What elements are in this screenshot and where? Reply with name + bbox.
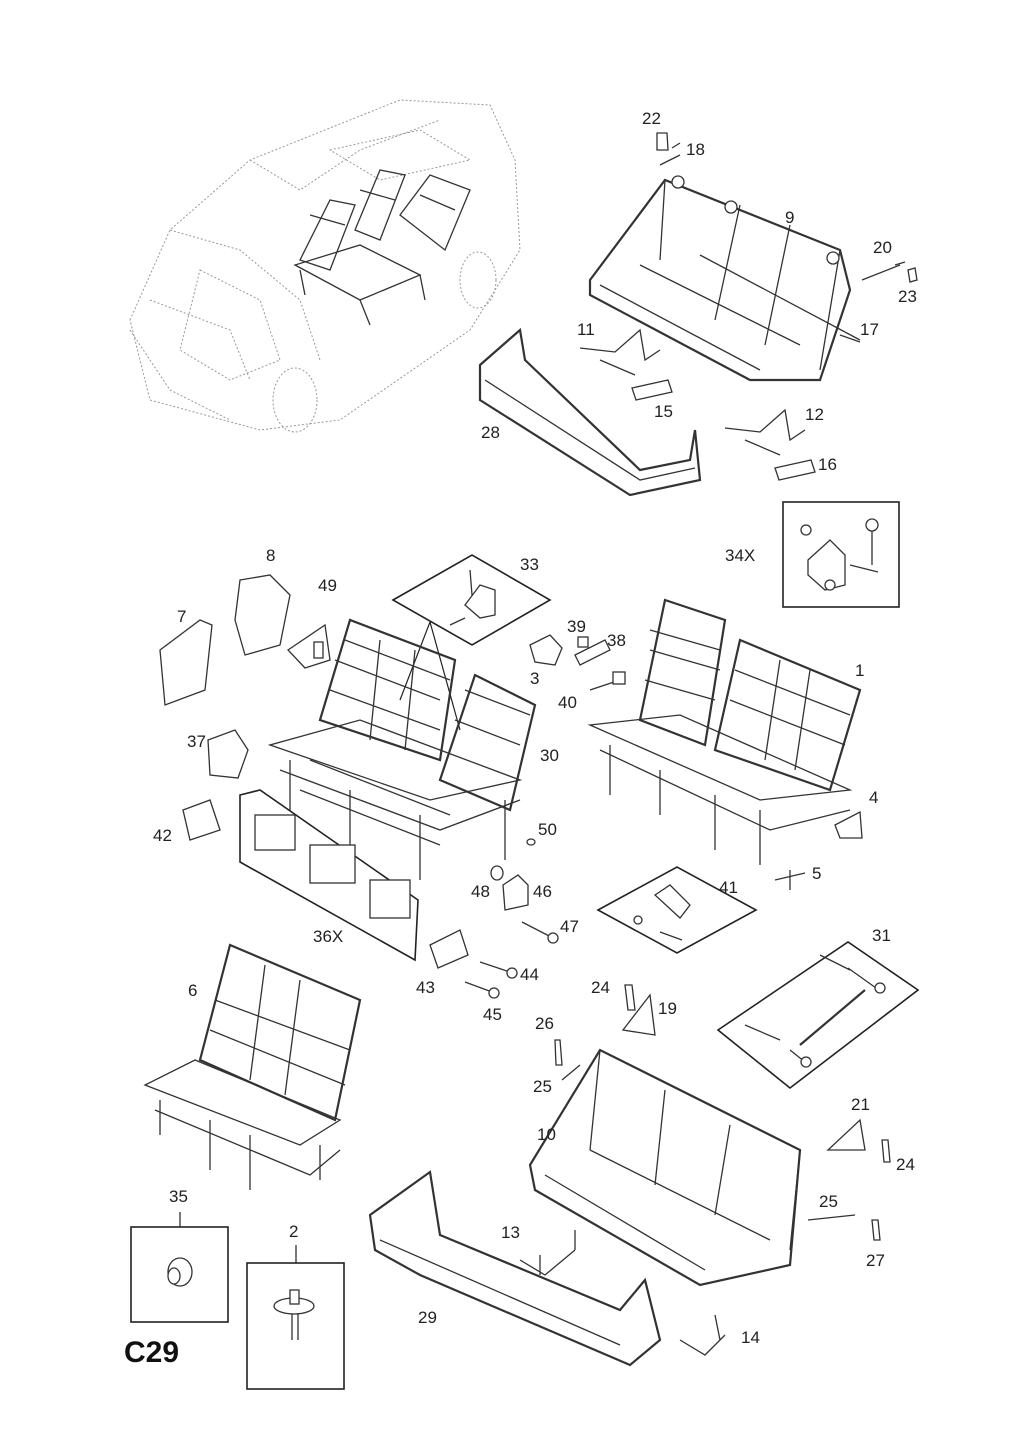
part-label-7: 7: [177, 607, 186, 626]
part-label-50: 50: [538, 820, 557, 839]
small-parts-left: [159, 574, 331, 841]
part-label-21: 21: [851, 1095, 870, 1114]
part-label-24b: 24: [896, 1155, 915, 1174]
part-label-46: 46: [533, 882, 552, 901]
part-label-34X: 34X: [725, 546, 755, 565]
part-label-39: 39: [567, 617, 586, 636]
part-label-3: 3: [530, 669, 539, 688]
part-label-31: 31: [872, 926, 891, 945]
part-label-22: 22: [642, 109, 661, 128]
part-label-9: 9: [785, 208, 794, 227]
part-label-48: 48: [471, 882, 490, 901]
trim-panel-28: [478, 327, 702, 497]
vehicle-overview-illustration: [129, 99, 521, 433]
part-label-40: 40: [558, 693, 577, 712]
part-label-26: 26: [535, 1014, 554, 1033]
part-label-16: 16: [818, 455, 837, 474]
part-label-17: 17: [860, 320, 879, 339]
small-parts-lower: [519, 984, 891, 1356]
part-label-36X: 36X: [313, 927, 343, 946]
box-34X: [782, 501, 900, 608]
part-label-5: 5: [812, 864, 821, 883]
page-code: C29: [124, 1336, 179, 1369]
part-label-49: 49: [318, 576, 337, 595]
box-35: [130, 1212, 229, 1323]
seat-assembly-30: [267, 618, 537, 880]
part-label-19: 19: [658, 999, 677, 1018]
part-label-44: 44: [520, 965, 539, 984]
part-label-8: 8: [266, 546, 275, 565]
part-label-2: 2: [289, 1222, 298, 1241]
part-label-30: 30: [540, 746, 559, 765]
part-label-15: 15: [654, 402, 673, 421]
part-label-25a: 25: [533, 1077, 552, 1096]
vehicle-seat-frames: [293, 169, 471, 326]
box-31: [716, 941, 920, 1090]
part-label-47: 47: [560, 917, 579, 936]
part-label-4: 4: [869, 788, 878, 807]
part-label-11: 11: [577, 320, 595, 339]
part-label-24a: 24: [591, 978, 610, 997]
box-41: [596, 866, 758, 954]
part-label-29: 29: [418, 1308, 437, 1327]
part-label-45: 45: [483, 1005, 502, 1024]
part-label-13: 13: [501, 1223, 520, 1242]
bench-frame-9: [588, 175, 861, 382]
box-33: [391, 554, 552, 731]
seat-assembly-6: [143, 943, 362, 1190]
small-parts-center: [429, 634, 863, 999]
box-36X: [239, 789, 419, 962]
part-label-10: 10: [537, 1125, 556, 1144]
part-label-18: 18: [686, 140, 705, 159]
part-label-27: 27: [866, 1251, 885, 1270]
part-label-12: 12: [805, 405, 824, 424]
bench-frame-10: [528, 1048, 802, 1287]
part-label-38: 38: [607, 631, 626, 650]
brackets-11-12-15-16: [579, 328, 816, 481]
part-label-6: 6: [188, 981, 197, 1000]
part-label-28: 28: [481, 423, 500, 442]
box-2: [246, 1245, 345, 1390]
part-labels: 1 2 3 4 5 6 7 8 9 10 11 12 13 14 15 16 1…: [153, 109, 917, 1347]
seat-assembly-1: [587, 598, 862, 865]
part-label-1: 1: [855, 661, 864, 680]
part-label-41: 41: [719, 878, 738, 897]
part-label-42: 42: [153, 826, 172, 845]
small-brackets-top: [656, 132, 918, 343]
part-label-43: 43: [416, 978, 435, 997]
part-label-35: 35: [169, 1187, 188, 1206]
part-label-14: 14: [741, 1328, 760, 1347]
part-label-20: 20: [873, 238, 892, 257]
part-label-37: 37: [187, 732, 206, 751]
trim-panel-29: [368, 1170, 662, 1367]
part-label-25b: 25: [819, 1192, 838, 1211]
part-label-33: 33: [520, 555, 539, 574]
part-label-23: 23: [898, 287, 917, 306]
